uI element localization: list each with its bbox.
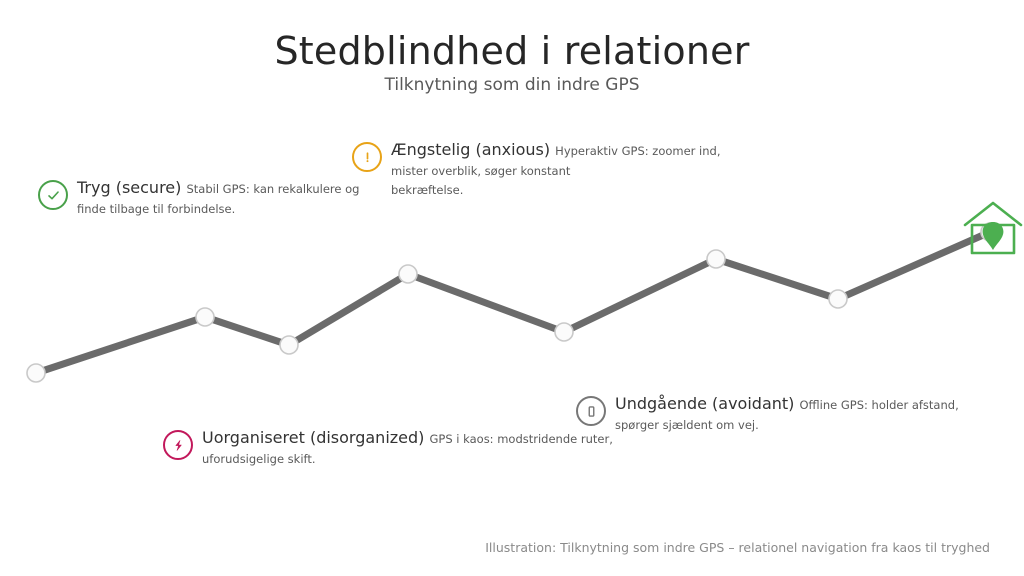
check-circle-icon <box>38 180 68 210</box>
annotation-heading: Undgående (avoidant) <box>615 394 795 413</box>
map-pin-icon <box>982 222 1004 250</box>
offline-phone-circle-icon <box>576 396 606 426</box>
route-node <box>26 363 46 383</box>
route-node <box>195 307 215 327</box>
route-polyline <box>32 228 994 377</box>
annotation-anxious: Ængstelig (anxious) Hyperaktiv GPS: zoom… <box>352 140 720 199</box>
annotation-heading: Uorganiseret (disorganized) <box>202 428 425 447</box>
annotation-secure: Tryg (secure) Stabil GPS: kan rekalkuler… <box>38 178 359 217</box>
home-house-icon <box>963 201 1023 255</box>
annotation-text-secure: Tryg (secure) Stabil GPS: kan rekalkuler… <box>77 178 359 217</box>
annotation-body: GPS i kaos: modstridende ruter, uforudsi… <box>202 432 613 466</box>
route-node-group <box>26 222 1000 383</box>
annotation-text-disorganized: Uorganiseret (disorganized) GPS i kaos: … <box>202 428 613 467</box>
annotation-heading: Ængstelig (anxious) <box>391 140 551 159</box>
route-node <box>828 289 848 309</box>
annotation-heading: Tryg (secure) <box>77 178 182 197</box>
route-node <box>706 249 726 269</box>
footer-caption: Illustration: Tilknytning som indre GPS … <box>485 540 990 555</box>
page-title: Stedblindhed i relationer <box>274 29 750 73</box>
annotation-body: Offline GPS: holder afstand, spørger sjæ… <box>615 398 959 432</box>
annotation-avoidant: Undgående (avoidant) Offline GPS: holder… <box>576 394 959 433</box>
annotation-text-anxious: Ængstelig (anxious) Hyperaktiv GPS: zoom… <box>391 140 720 199</box>
lightning-bolt-circle-icon <box>163 430 193 460</box>
page-subtitle: Tilknytning som din indre GPS <box>384 75 640 95</box>
route-node <box>554 322 574 342</box>
annotation-disorganized: Uorganiseret (disorganized) GPS i kaos: … <box>163 428 613 467</box>
route-node <box>279 335 299 355</box>
route-node <box>398 264 418 284</box>
annotation-text-avoidant: Undgående (avoidant) Offline GPS: holder… <box>615 394 959 433</box>
annotation-body: Hyperaktiv GPS: zoomer ind, mister overb… <box>391 144 721 198</box>
annotation-body: Stabil GPS: kan rekalkulere og finde til… <box>77 182 360 216</box>
exclamation-circle-icon <box>352 142 382 172</box>
house-roof-icon <box>963 201 1023 227</box>
